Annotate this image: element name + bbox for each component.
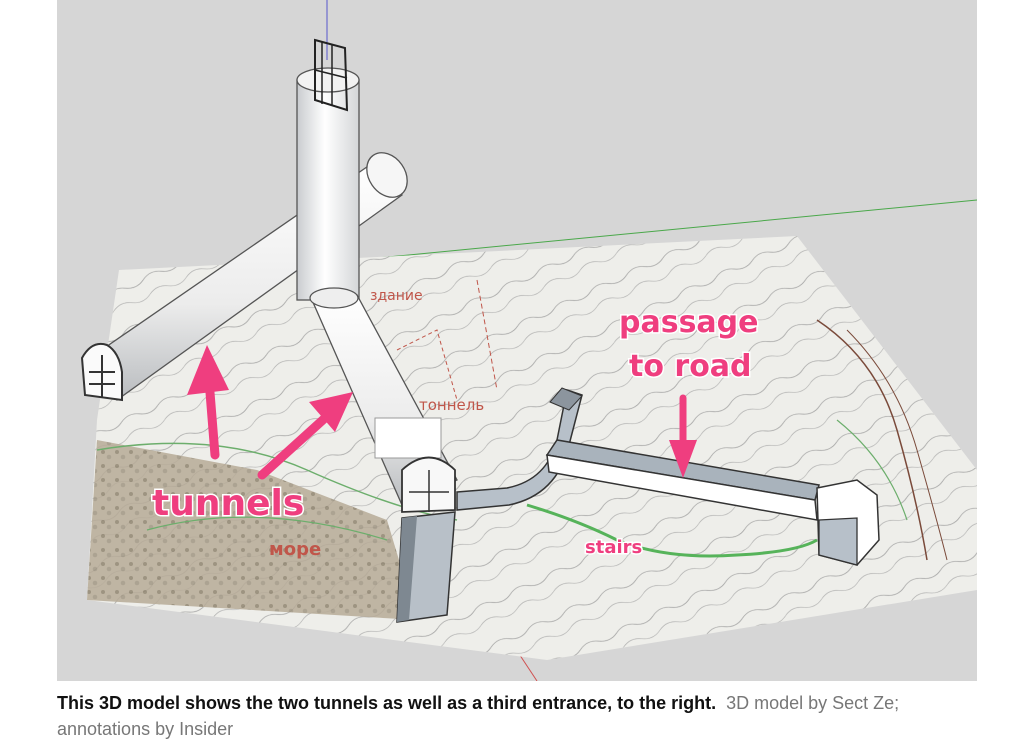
annotation-tunnels: tunnels — [152, 483, 304, 524]
annotation-stairs: stairs — [585, 537, 642, 558]
caption-main-text: This 3D model shows the two tunnels as w… — [57, 693, 717, 713]
annotation-passage-line1: passage — [619, 305, 759, 340]
tunnels-arrow-up — [187, 345, 229, 460]
vertical-shaft — [296, 38, 360, 301]
stairs-path — [526, 503, 818, 558]
diagonal-tunnel — [309, 287, 458, 513]
caption-credit-text: 3D model by Sect Ze; annotations by Insi… — [57, 693, 900, 739]
figure-caption: This 3D model shows the two tunnels as w… — [57, 690, 977, 742]
map-label-tunnel: тоннель — [419, 396, 484, 414]
model-image: здание тоннель море tunnels passage to r… — [57, 0, 977, 681]
annotation-passage-line2: to road — [629, 349, 752, 384]
tunnels-arrow-diagonal — [257, 392, 353, 480]
lower-entrance — [396, 511, 456, 623]
map-label-sea: море — [269, 539, 321, 560]
passage-arrow-down — [669, 394, 697, 478]
green-axis-line — [356, 199, 977, 261]
map-label-building: здание — [370, 288, 423, 304]
